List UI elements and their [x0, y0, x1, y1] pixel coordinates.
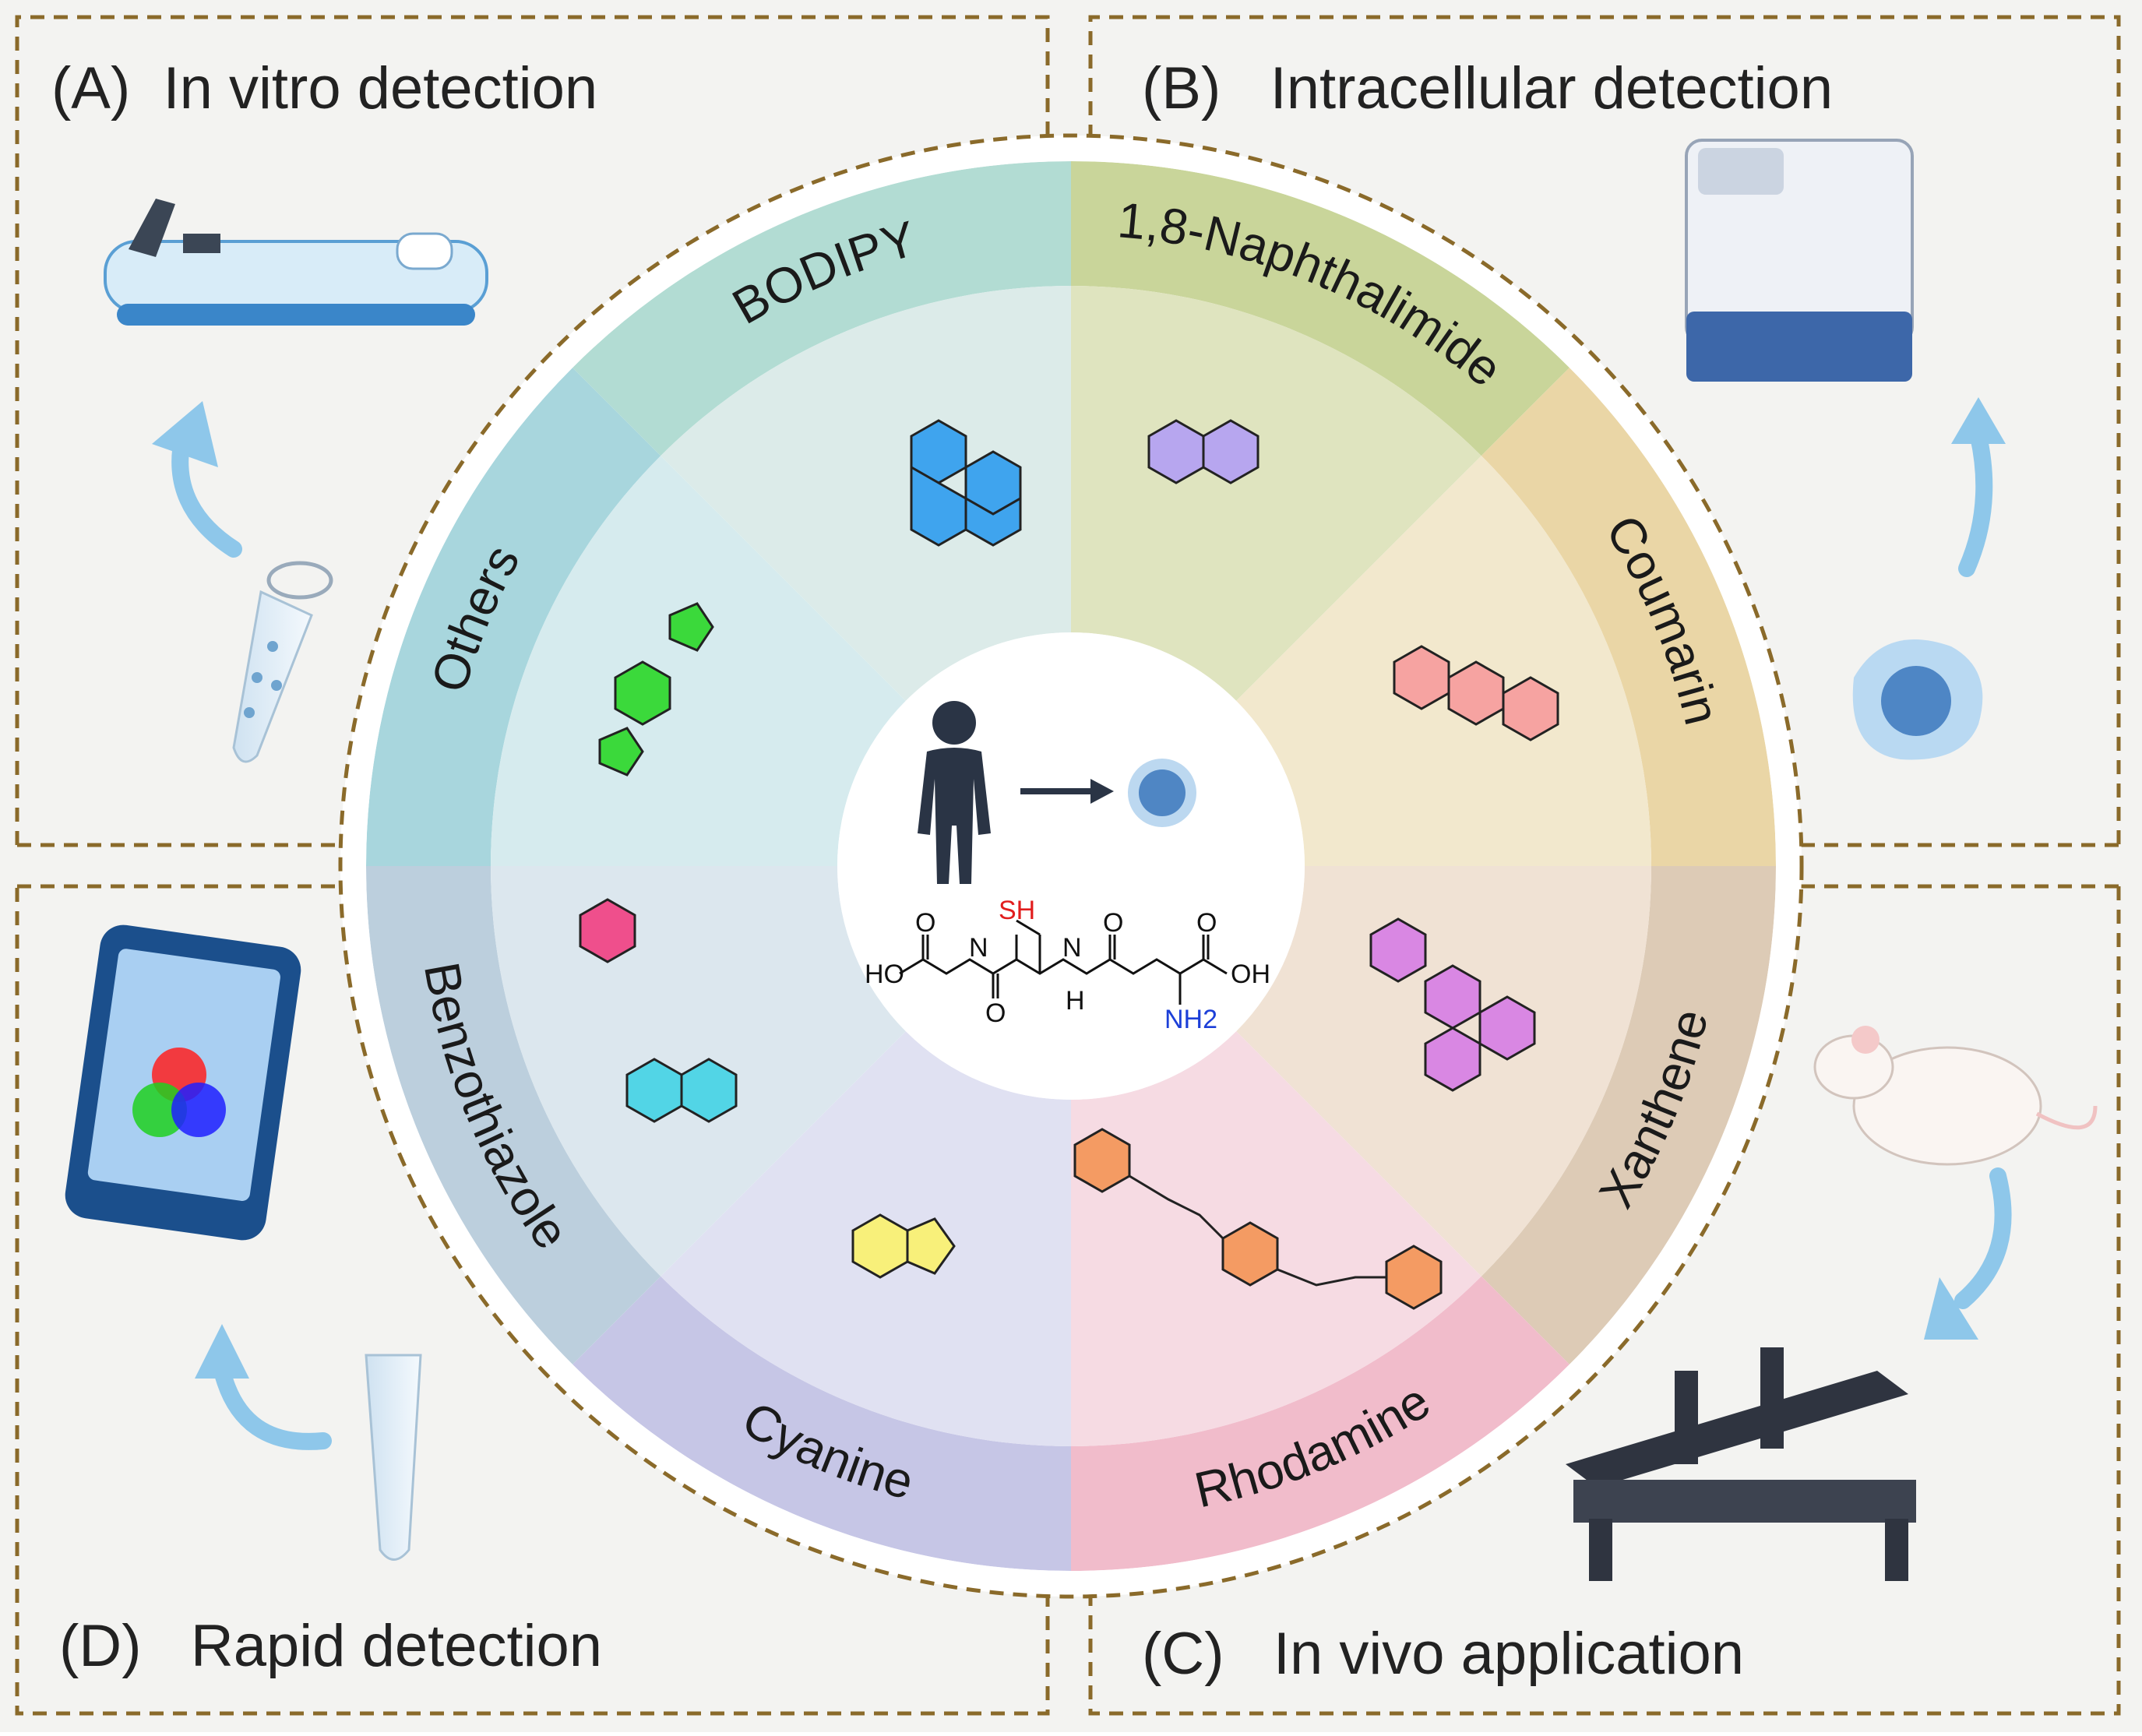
panel-c-arrow-icon [1924, 1167, 2012, 1340]
glutathione-h-label: H [1066, 986, 1085, 1016]
fluorophore-ring [344, 139, 1798, 1593]
panel-b-border [1088, 15, 2121, 845]
ring-white-border [344, 139, 1798, 1593]
panel-a-title: (A) In vitro detection [51, 55, 597, 122]
bodipy-structure [598, 602, 714, 776]
flow-cytometer-icon [1685, 139, 1914, 382]
panel-d-border [15, 886, 1050, 1716]
glutathione-sh-label: SH [999, 896, 1035, 925]
glutathione-n1-label: N [969, 933, 988, 963]
inner-sector-bodipy [661, 286, 1071, 701]
panel-a-arrow-icon [152, 401, 242, 558]
panel-a-text: In vitro detection [163, 55, 598, 121]
coumarin-structure [1147, 419, 1259, 484]
others-structures [579, 898, 738, 1123]
panel-b-letter: (B) [1142, 55, 1221, 121]
human-silhouette-icon [918, 701, 991, 884]
ring-sector-benzothiazole [365, 866, 661, 1365]
ring-sector-others [366, 368, 661, 866]
ring-sector-1-8-naphthalimide [1071, 161, 1570, 456]
panel-b-arrow-icon [1951, 397, 2006, 577]
inner-sector-1-8-naphthalimide [1071, 286, 1481, 701]
sample-tube-icon [232, 561, 333, 763]
plate-reader-device-icon [104, 199, 488, 326]
panel-c-text: In vivo application [1273, 1621, 1745, 1687]
panel-c-title: (C) In vivo application [1142, 1620, 1744, 1688]
glutathione-n2-label: N [1062, 933, 1082, 963]
panel-d-text: Rapid detection [190, 1613, 603, 1679]
rhodamine-structure [1369, 917, 1536, 1092]
mouse-icon [1813, 1026, 2098, 1166]
glutathione-o1-label: O [915, 908, 935, 938]
smartphone-icon [65, 924, 301, 1241]
glutathione-o2-label: O [985, 998, 1006, 1028]
glutathione-oh-label: OH [1231, 960, 1270, 989]
cyanine-structure [1073, 1128, 1443, 1310]
panel-c-letter: (C) [1142, 1621, 1224, 1687]
inner-sector-others [491, 456, 906, 866]
panel-a-border [15, 15, 1050, 845]
cell-icon [1128, 759, 1196, 827]
glutathione-o4-label: O [1196, 908, 1217, 938]
cell-b-icon [1852, 639, 1983, 760]
glutathione-nh2-label: NH2 [1164, 1005, 1217, 1034]
panel-c-border [1088, 886, 2121, 1716]
panel-d-arrow-icon [195, 1324, 332, 1450]
panel-a-letter: (A) [51, 55, 131, 121]
transition-arrow-icon [1020, 779, 1114, 804]
benzothiazole-structure [851, 1213, 956, 1279]
panel-borders [15, 15, 2121, 1716]
imaging-bench-icon [1566, 1347, 1916, 1581]
ring-sector-rhodamine [1071, 1276, 1570, 1571]
glutathione-ho-label: HO [865, 960, 904, 989]
rapid-tube-icon [365, 1354, 422, 1561]
panel-d-letter: (D) [59, 1613, 142, 1679]
ring-sector-coumarin [1481, 368, 1776, 866]
naphthalimide-structure [910, 419, 1022, 547]
glutathione-o3-label: O [1103, 908, 1123, 938]
wheel-dashed-outline [338, 133, 1804, 1599]
ring-sector-xanthene [1481, 866, 1776, 1365]
panel-b-text: Intracellular detection [1270, 55, 1834, 121]
panel-b-title: (B) Intracellular detection [1142, 55, 1833, 122]
center-circle [837, 632, 1305, 1100]
glutathione-molecule [899, 919, 1228, 1005]
xanthene-structure [1393, 645, 1559, 741]
ring-sector-cyanine [572, 1276, 1071, 1571]
ring-sector-bodipy [572, 161, 1071, 456]
panel-d-title: (D) Rapid detection [59, 1612, 602, 1680]
